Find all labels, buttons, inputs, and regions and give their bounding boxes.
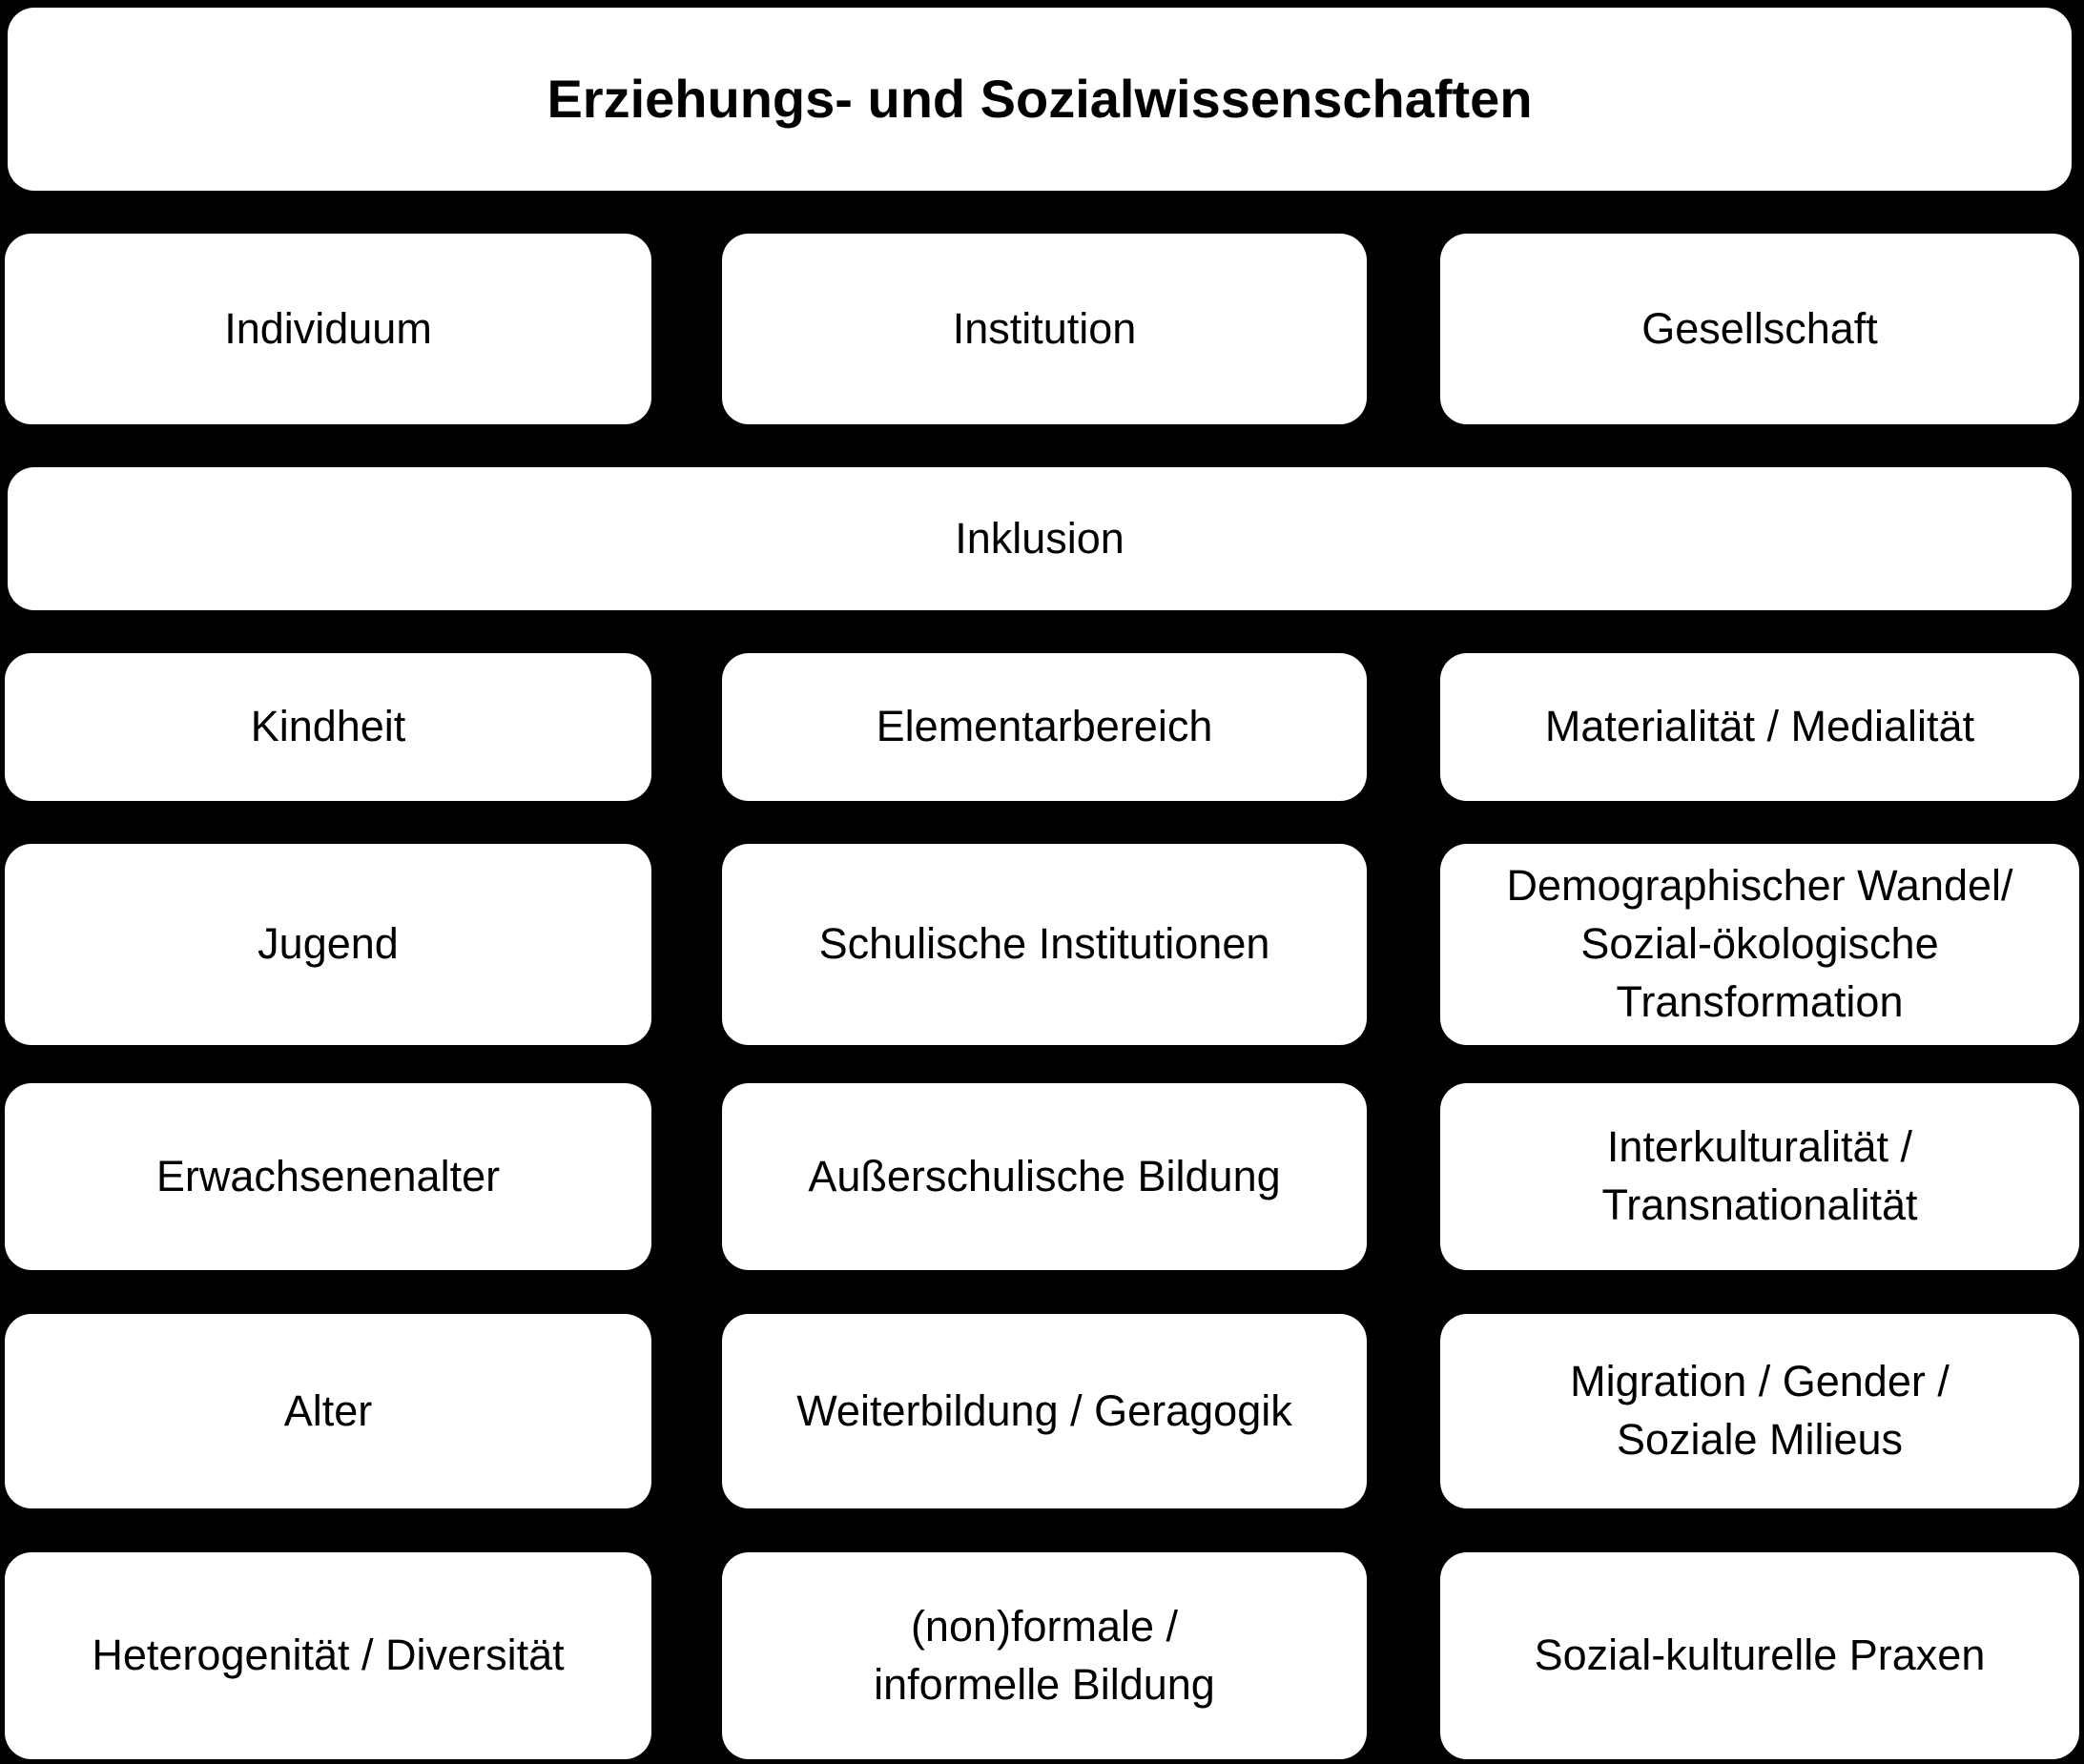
- box-nonformale-informelle-bildung: (non)formale / informelle Bildung: [722, 1552, 1367, 1759]
- box-inklusion: Inklusion: [8, 467, 2072, 610]
- box-kindheit: Kindheit: [5, 653, 651, 801]
- box-heterogenitaet-diversitaet: Heterogenität / Diversität: [5, 1552, 651, 1759]
- box-individuum: Individuum: [5, 234, 651, 424]
- box-sozial-kulturelle-praxen: Sozial-kulturelle Praxen: [1440, 1552, 2079, 1759]
- box-materialitaet-medialitaet: Materialität / Medialität: [1440, 653, 2079, 801]
- box-alter: Alter: [5, 1314, 651, 1508]
- diagram-title-box: Erziehungs- und Sozialwissenschaften: [8, 8, 2072, 191]
- box-institution: Institution: [722, 234, 1367, 424]
- box-ausserschulische-bildung: Außerschulische Bildung: [722, 1083, 1367, 1270]
- box-gesellschaft: Gesellschaft: [1440, 234, 2079, 424]
- box-migration-gender-soziale-milieus: Migration / Gender / Soziale Milieus: [1440, 1314, 2079, 1508]
- box-weiterbildung-geragogik: Weiterbildung / Geragogik: [722, 1314, 1367, 1508]
- box-elementarbereich: Elementarbereich: [722, 653, 1367, 801]
- box-schulische-institutionen: Schulische Institutionen: [722, 844, 1367, 1045]
- box-demographischer-wandel: Demographischer Wandel/ Sozial-ökologisc…: [1440, 844, 2079, 1045]
- box-interkulturalitaet-transnationalitaet: Interkulturalität / Transnationalität: [1440, 1083, 2079, 1270]
- box-erwachsenenalter: Erwachsenenalter: [5, 1083, 651, 1270]
- box-jugend: Jugend: [5, 844, 651, 1045]
